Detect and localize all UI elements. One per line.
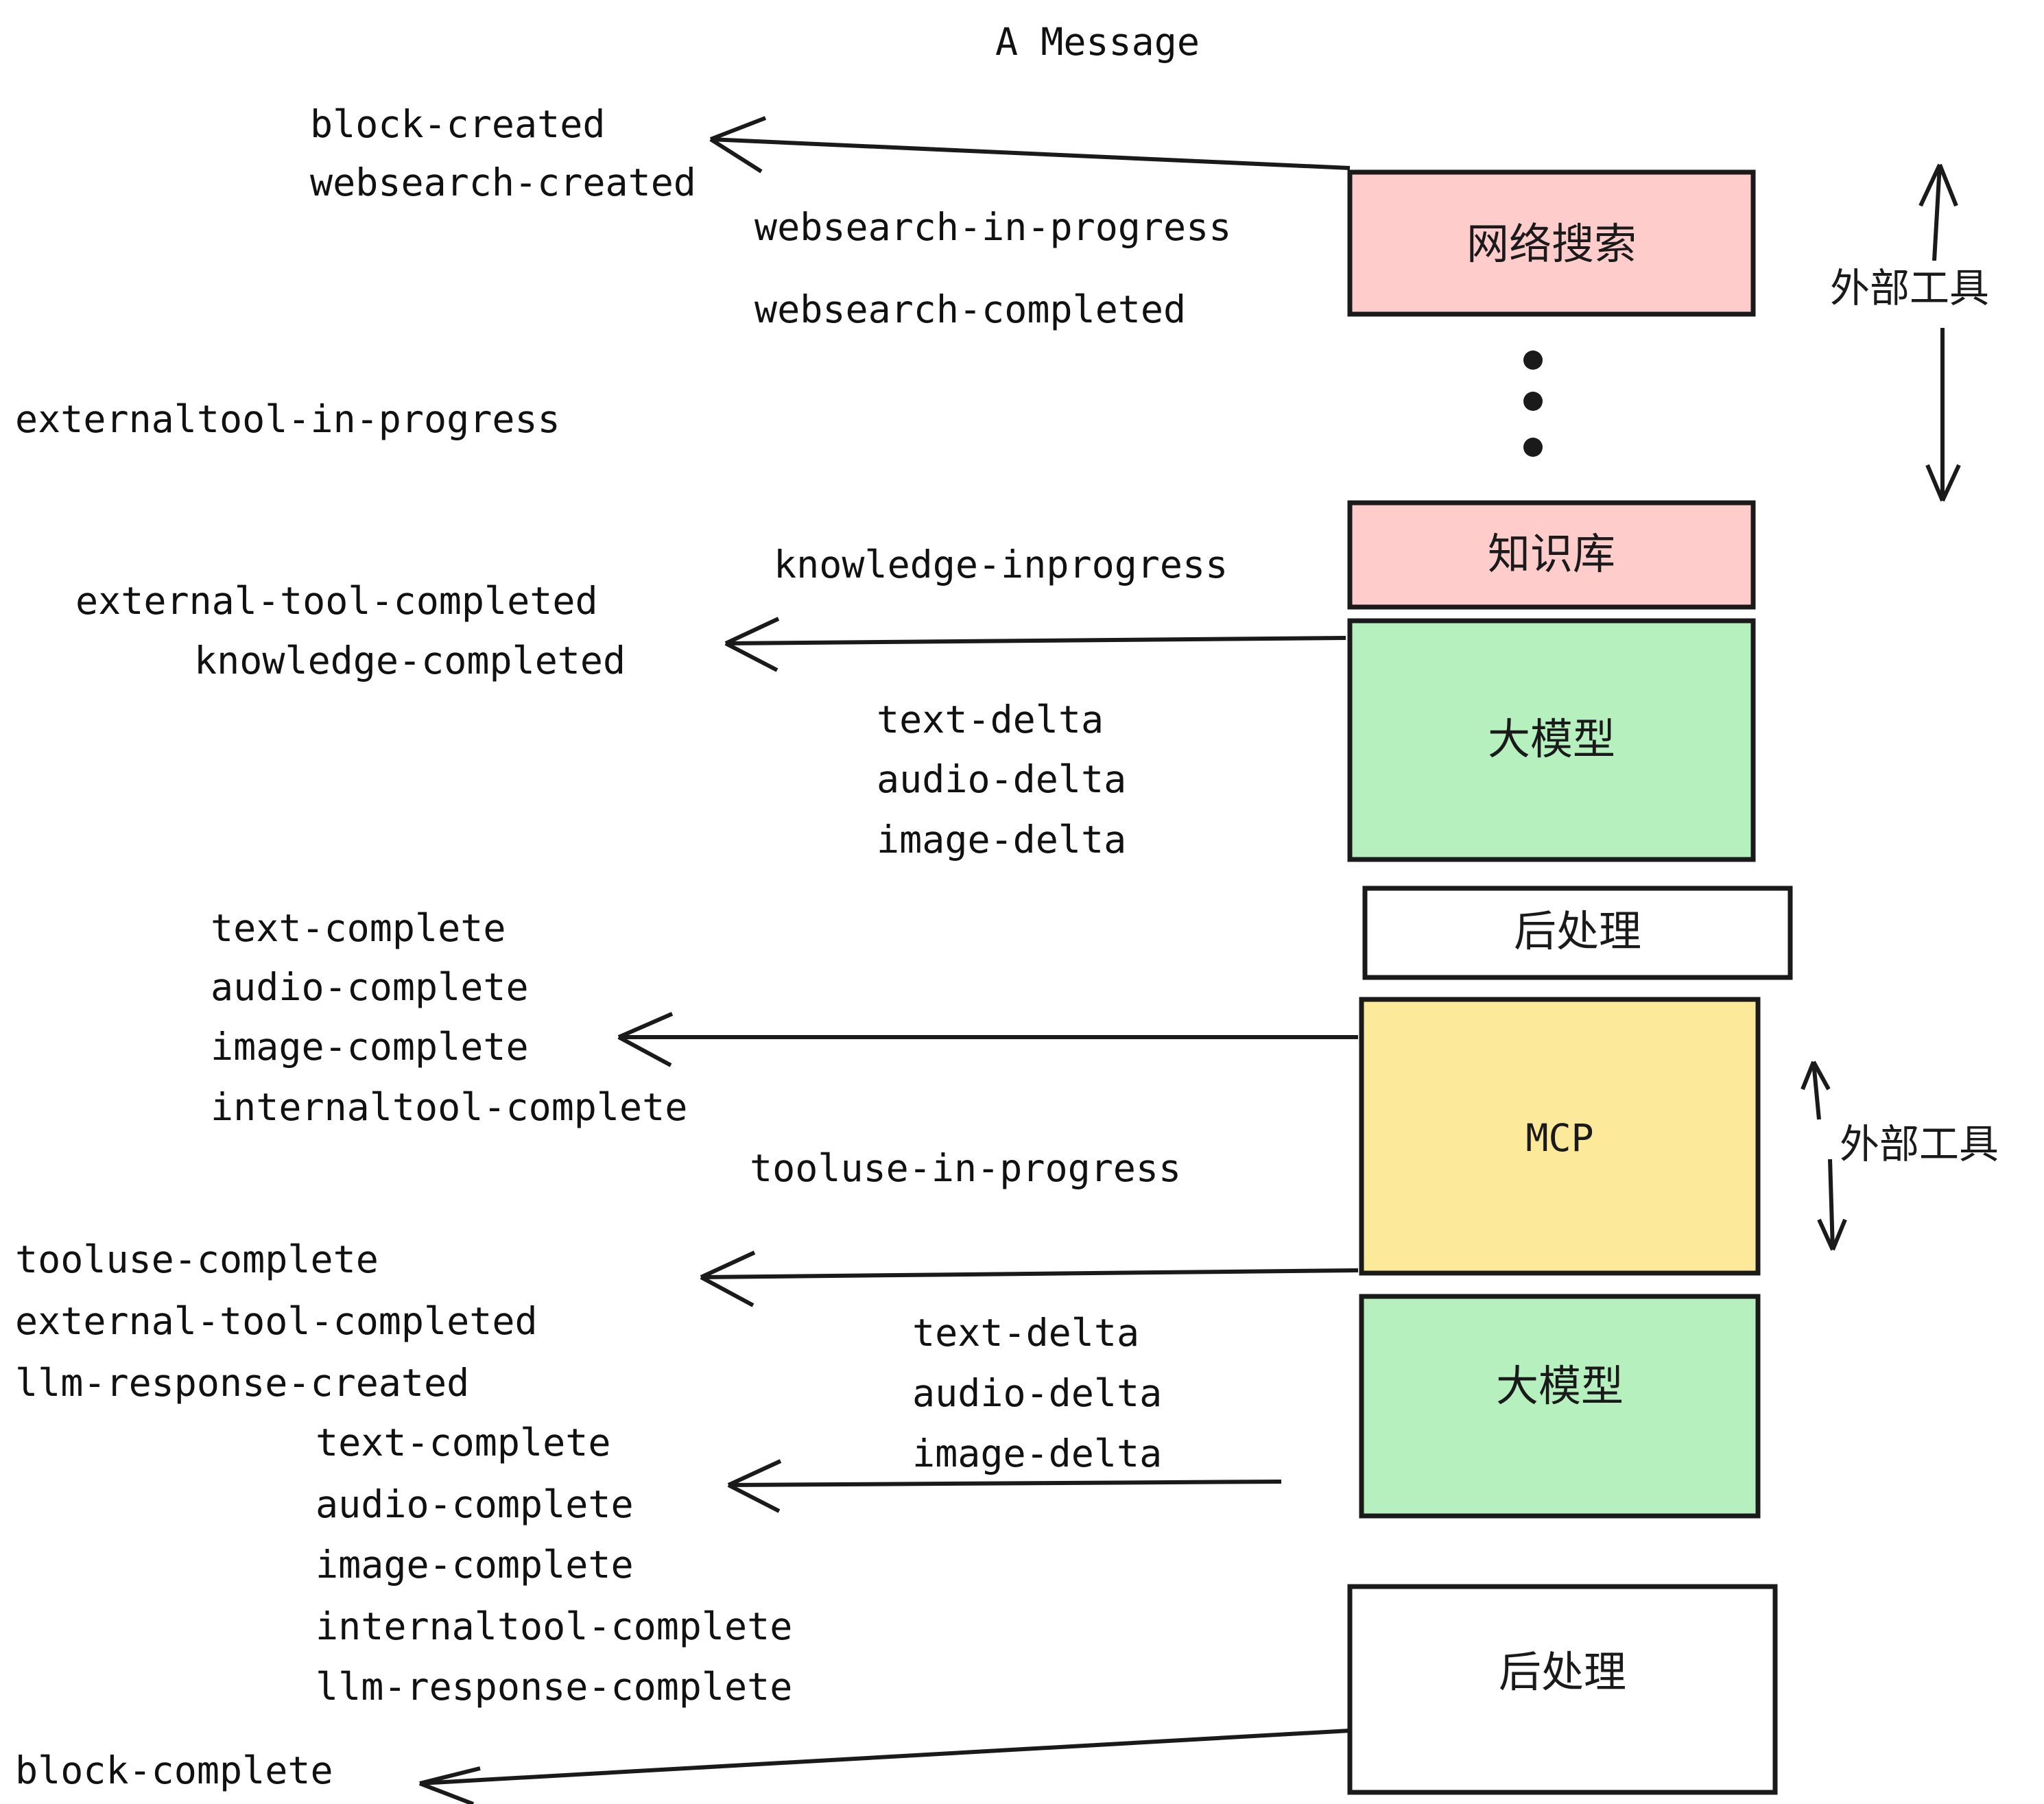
event-label-llm-response-complete: llm-response-complete <box>316 1665 792 1709</box>
event-label-knowledge-completed: knowledge-completed <box>194 639 626 683</box>
node-postprocess-2-label: 后处理 <box>1499 1647 1626 1697</box>
ellipsis-dot-2 <box>1523 392 1543 411</box>
node-knowledge-rect <box>1347 500 1756 610</box>
event-label-audio-complete-2: audio-complete <box>316 1482 634 1526</box>
event-label-externaltool-in-progress: externaltool-in-progress <box>15 397 560 441</box>
event-label-audio-delta-1: audio-delta <box>877 757 1126 801</box>
event-label-audio-delta-2: audio-delta <box>912 1371 1162 1415</box>
event-label-internaltool-complete-2: internaltool-complete <box>316 1604 792 1648</box>
node-llm-2-label: 大模型 <box>1496 1361 1624 1411</box>
node-llm-1-label: 大模型 <box>1488 714 1615 764</box>
flow-arrow-1 <box>709 116 1351 174</box>
event-label-knowledge-inprogress: knowledge-inprogress <box>774 543 1228 586</box>
vertical-ellipsis <box>1523 351 1543 457</box>
external-tools-bracket-bottom <box>1801 1060 1847 1251</box>
node-llm-1-rect <box>1347 618 1756 862</box>
event-label-text-complete-1: text-complete <box>211 906 506 950</box>
ellipsis-dot-1 <box>1523 351 1543 370</box>
node-mcp[interactable]: MCP <box>1359 997 1761 1276</box>
node-postprocess-1-rect <box>1362 886 1793 980</box>
event-label-external-tool-completed-1: external-tool-completed <box>75 579 598 623</box>
flow-arrow-5 <box>727 1459 1282 1513</box>
node-llm-1[interactable]: 大模型 <box>1347 618 1756 862</box>
event-label-websearch-completed: websearch-completed <box>754 287 1186 331</box>
event-label-websearch-in-progress: websearch-in-progress <box>754 205 1231 249</box>
external-tools-top-label: 外部工具 <box>1830 265 1989 311</box>
node-knowledge[interactable]: 知识库 <box>1347 500 1756 610</box>
event-label-tooluse-in-progress: tooluse-in-progress <box>750 1146 1181 1190</box>
event-label-image-delta-2: image-delta <box>912 1432 1162 1475</box>
event-label-external-tool-completed-2: external-tool-completed <box>15 1299 538 1343</box>
event-label-image-delta-1: image-delta <box>877 818 1126 862</box>
node-postprocess-1[interactable]: 后处理 <box>1362 886 1793 980</box>
external-tools-bracket-top <box>1918 163 1961 502</box>
event-label-image-complete-1: image-complete <box>211 1025 529 1069</box>
flow-arrow-4 <box>700 1250 1359 1307</box>
node-llm-2-rect <box>1359 1294 1761 1519</box>
event-label-text-delta-1: text-delta <box>877 698 1104 741</box>
node-websearch-rect <box>1347 169 1756 317</box>
node-postprocess-2-rect <box>1347 1584 1778 1795</box>
event-label-image-complete-2: image-complete <box>316 1543 634 1587</box>
event-label-audio-complete-1: audio-complete <box>211 965 529 1009</box>
event-label-internaltool-complete-1: internaltool-complete <box>211 1085 687 1129</box>
node-postprocess-1-label: 后处理 <box>1514 906 1641 956</box>
node-mcp-rect <box>1359 997 1761 1276</box>
event-label-block-created: block-created <box>310 102 605 146</box>
node-postprocess-2[interactable]: 后处理 <box>1347 1584 1778 1795</box>
event-label-block-complete: block-complete <box>15 1748 333 1792</box>
event-label-tooluse-complete: tooluse-complete <box>15 1237 379 1281</box>
flow-arrow-3 <box>617 1012 1358 1067</box>
event-label-text-complete-2: text-complete <box>316 1421 610 1464</box>
flow-arrow-2 <box>724 617 1346 672</box>
event-label-websearch-created: websearch-created <box>310 161 696 204</box>
event-label-text-delta-2: text-delta <box>912 1311 1139 1355</box>
flow-arrow-6 <box>418 1729 1351 1804</box>
ellipsis-dot-3 <box>1523 438 1543 457</box>
event-label-llm-response-created: llm-response-created <box>15 1361 469 1405</box>
node-knowledge-label: 知识库 <box>1488 529 1615 579</box>
node-websearch[interactable]: 网络搜索 <box>1347 169 1756 317</box>
diagram-title: A Message <box>995 20 1200 64</box>
node-llm-2[interactable]: 大模型 <box>1359 1294 1761 1519</box>
node-websearch-label: 网络搜索 <box>1466 219 1637 269</box>
node-mcp-label: MCP <box>1525 1116 1593 1160</box>
external-tools-bottom-label: 外部工具 <box>1840 1121 1999 1167</box>
